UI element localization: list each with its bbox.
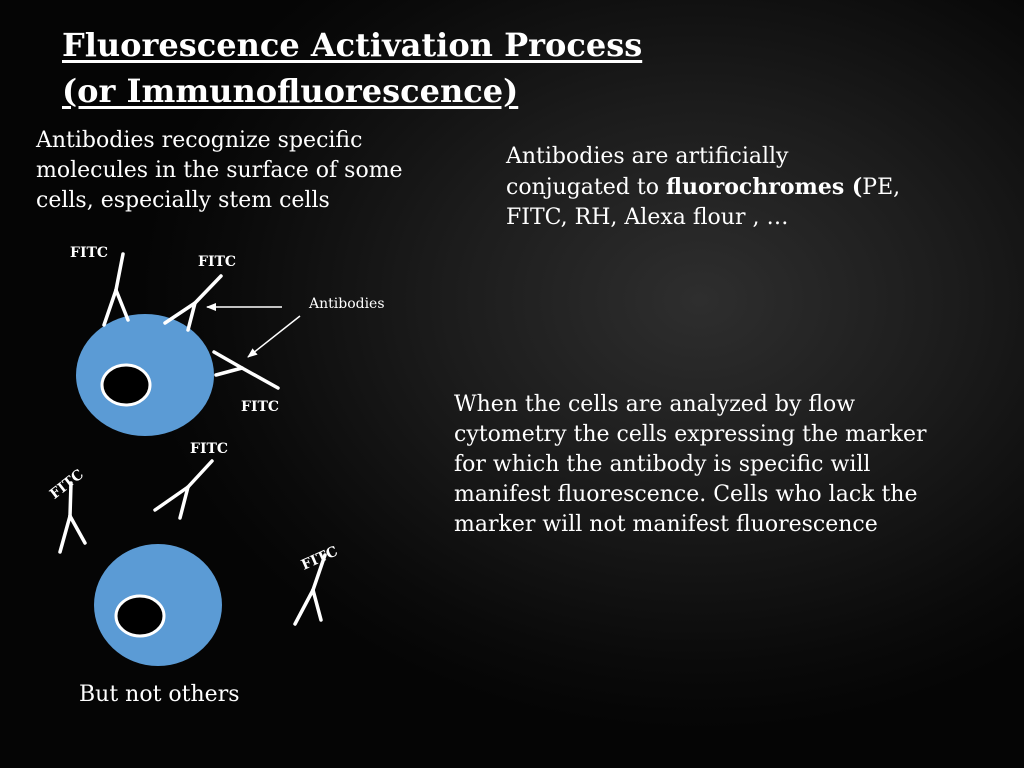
cell-nucleus xyxy=(100,363,152,407)
title-line-2: (or Immunofluorescence) xyxy=(62,72,519,110)
antibody-free-1 xyxy=(58,481,87,554)
antibody-free-3 xyxy=(293,553,327,626)
antibody-bound-3 xyxy=(212,350,280,390)
slide-title: Fluorescence Activation Process (or Immu… xyxy=(62,22,642,114)
antibody-free-2 xyxy=(153,459,214,520)
title-line-1: Fluorescence Activation Process xyxy=(62,26,643,64)
fluorochromes-bold-text: fluorochromes ( xyxy=(665,174,863,200)
conjugated-text-start: Antibodies are artificially conjugated t… xyxy=(506,144,789,200)
antibodies-conjugated-text: Antibodies are artificially conjugated t… xyxy=(506,142,906,233)
labeled-cell xyxy=(76,314,214,436)
fitc-label: FITC xyxy=(70,245,109,261)
fitc-label: FITC xyxy=(190,441,229,457)
conjugated-text-end: PE, FITC, RH, Alexa flour , … xyxy=(506,175,901,230)
arrow-to-antibody xyxy=(247,315,301,358)
antibody-bound-1 xyxy=(102,252,130,327)
but-not-others-caption: But not others xyxy=(79,682,240,707)
unlabeled-cell xyxy=(94,544,222,666)
antibodies-label: Antibodies xyxy=(309,296,385,312)
flow-cytometry-text: When the cells are analyzed by flow cyto… xyxy=(454,392,927,537)
cell-nucleus xyxy=(114,594,166,638)
antibody-bound-2 xyxy=(163,274,223,332)
fitc-label: FITC xyxy=(241,399,280,415)
fitc-label: FITC xyxy=(198,254,237,270)
antibodies-recognize-text: Antibodies recognize specific molecules … xyxy=(36,128,403,213)
